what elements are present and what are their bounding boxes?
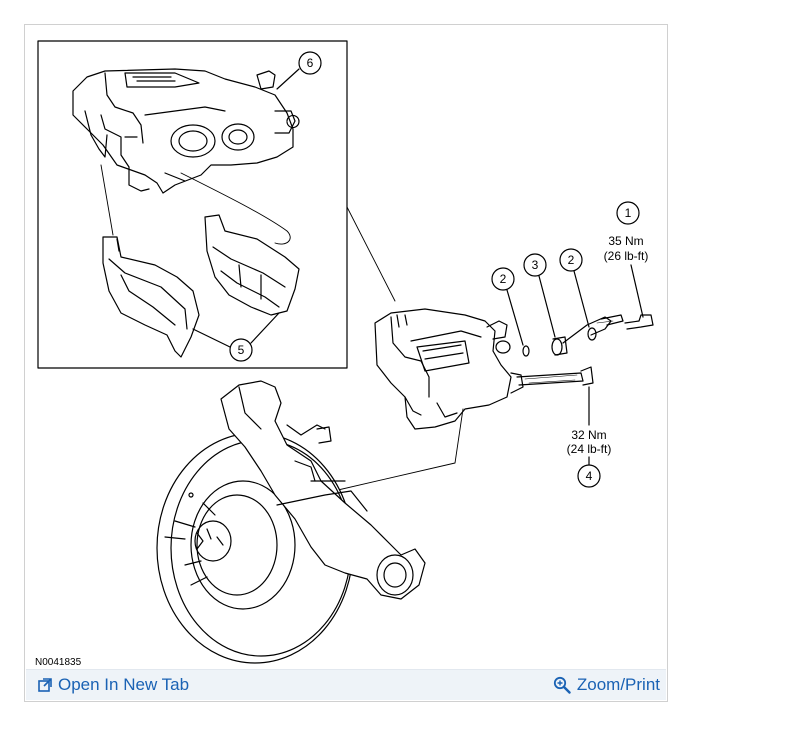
callout-5-number: 5 xyxy=(238,343,245,357)
callout-2-left: 2 xyxy=(491,267,524,346)
zoom-print-label: Zoom/Print xyxy=(576,675,660,694)
diagram-frame: 6 5 xyxy=(24,24,668,702)
diagram-reference-id: N0041835 xyxy=(35,657,82,668)
callout-5: 5 xyxy=(192,312,280,362)
guide-line xyxy=(180,172,291,245)
open-in-new-tab-label: Open In New Tab xyxy=(58,675,190,694)
callout-3-number: 3 xyxy=(532,258,539,272)
callout-2-right: 2 xyxy=(559,248,590,328)
inset-leader-line xyxy=(346,206,396,302)
callout-1-torque-lbft: (26 lb-ft) xyxy=(604,249,649,263)
callout-4: 32 Nm (24 lb-ft) 4 xyxy=(567,386,612,488)
callout-1: 1 35 Nm (26 lb-ft) xyxy=(604,201,649,318)
caliper-leader-line xyxy=(324,408,464,494)
detail-inset-box xyxy=(37,40,348,369)
open-in-new-tab-link[interactable]: Open In New Tab xyxy=(38,675,189,695)
zoom-icon xyxy=(553,676,571,694)
knuckle-drawing xyxy=(220,380,426,600)
callout-6: 6 xyxy=(276,51,322,90)
callout-2-right-number: 2 xyxy=(568,253,575,267)
open-new-tab-icon xyxy=(38,678,52,692)
upper-hardware-drawing xyxy=(522,314,654,357)
caliper-housing-drawing xyxy=(72,68,300,194)
callout-2-left-number: 2 xyxy=(500,272,507,286)
brake-pad-outer-drawing xyxy=(204,214,300,316)
callout-3: 3 xyxy=(523,253,556,338)
lower-bolt-drawing xyxy=(516,366,594,386)
callout-1-torque-nm: 35 Nm xyxy=(608,234,643,248)
zoom-print-link[interactable]: Zoom/Print xyxy=(553,675,660,695)
callout-4-torque-nm: 32 Nm xyxy=(571,428,606,442)
caliper-assembly-drawing xyxy=(374,308,524,430)
brake-caliper-diagram: 6 5 xyxy=(35,40,654,668)
callout-4-torque-lbft: (24 lb-ft) xyxy=(567,442,612,456)
brake-pad-inner-drawing xyxy=(102,236,200,358)
callout-4-number: 4 xyxy=(586,469,593,483)
callout-6-number: 6 xyxy=(307,56,314,70)
guide-line xyxy=(100,164,114,236)
callout-1-number: 1 xyxy=(625,206,632,220)
diagram-footer-bar: Open In New Tab Zoom/Print xyxy=(26,669,666,700)
